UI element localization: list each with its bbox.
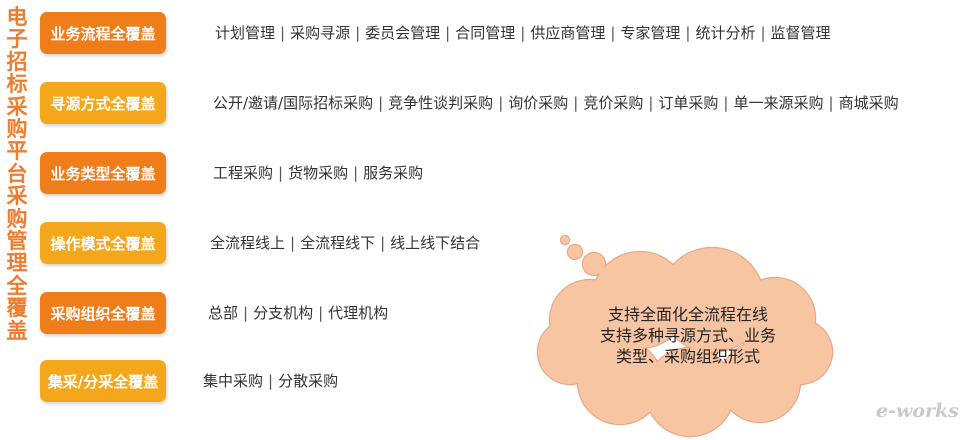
category-row: 采购组织全覆盖总部|分支机构|代理机构 (0, 292, 967, 336)
category-badge: 集采/分采全覆盖 (40, 360, 166, 402)
category-item: 竞价采购 (583, 94, 644, 112)
category-badge: 操作模式全覆盖 (40, 222, 166, 264)
category-item: 统计分析 (695, 24, 756, 42)
separator: | (380, 233, 386, 252)
cloud-fill-blob (568, 245, 582, 259)
category-item: 订单采购 (658, 94, 719, 112)
category-item: 公开/邀请/国际招标采购 (213, 94, 374, 112)
separator: | (610, 23, 616, 42)
separator: | (723, 93, 729, 112)
title-char: 管 (6, 229, 28, 254)
category-item: 工程采购 (213, 164, 274, 182)
separator: | (318, 303, 324, 322)
separator: | (828, 93, 834, 112)
title-char: 采 (6, 94, 28, 119)
category-row: 业务流程全覆盖计划管理|采购寻源|委员会管理|合同管理|供应商管理|专家管理|统… (0, 12, 967, 56)
category-item: 专家管理 (620, 24, 681, 42)
title-char: 盖 (6, 318, 28, 343)
title-char: 台 (6, 161, 28, 186)
category-row: 寻源方式全覆盖公开/邀请/国际招标采购|竞争性谈判采购|询价采购|竞价采购|订单… (0, 82, 967, 126)
separator: | (445, 23, 451, 42)
title-char: 标 (6, 72, 28, 97)
category-row: 集采/分采全覆盖 集中采购|分散采购 (0, 360, 967, 404)
category-item: 采购寻源 (290, 24, 351, 42)
category-item: 总部 (208, 304, 239, 322)
category-items: 工程采购|货物采购|服务采购 (213, 162, 423, 183)
cloud-text: 支持全面化全流程在线 支持多种寻源方式、业务 类型、采购组织形式 (568, 304, 808, 367)
category-items: 总部|分支机构|代理机构 (208, 302, 388, 323)
category-items: 集中采购|分散采购 (203, 370, 338, 391)
category-row: 业务类型全覆盖工程采购|货物采购|服务采购 (0, 152, 967, 196)
title-char: 电 (6, 5, 28, 29)
separator: | (760, 23, 766, 42)
category-item: 代理机构 (328, 304, 389, 322)
category-item: 集中采购 (203, 372, 264, 390)
cloud-fill-blob (646, 348, 734, 436)
category-items: 全流程线上|全流程线下|线上线下结合 (210, 232, 480, 253)
category-item: 委员会管理 (365, 24, 441, 42)
category-item: 计划管理 (215, 24, 276, 42)
title-char: 覆 (6, 296, 28, 321)
category-item: 货物采购 (288, 164, 349, 182)
category-item: 分支机构 (253, 304, 314, 322)
category-items: 计划管理|采购寻源|委员会管理|合同管理|供应商管理|专家管理|统计分析|监督管… (215, 22, 831, 43)
category-item: 分散采购 (278, 372, 339, 390)
category-badge: 寻源方式全覆盖 (40, 82, 166, 124)
separator: | (353, 163, 359, 182)
separator: | (290, 233, 296, 252)
category-item: 线上线下结合 (390, 234, 481, 252)
category-badge: 采购组织全覆盖 (40, 292, 166, 334)
cloud-fill-blob (592, 252, 688, 348)
cloud-shape (536, 234, 834, 438)
category-item: 全流程线上 (210, 234, 286, 252)
separator: | (378, 93, 384, 112)
category-item: 全流程线下 (300, 234, 376, 252)
category-item: 询价采购 (508, 94, 569, 112)
separator: | (278, 163, 284, 182)
category-item: 单一来源采购 (733, 94, 824, 112)
category-item: 合同管理 (455, 24, 516, 42)
title-char: 平 (6, 139, 28, 164)
cloud-fill-blob (561, 236, 569, 244)
category-item: 供应商管理 (530, 24, 606, 42)
title-char: 招 (6, 49, 28, 74)
cloud-line-1: 支持全面化全流程在线 (607, 305, 768, 324)
title-char: 子 (6, 27, 28, 52)
separator: | (243, 303, 249, 322)
separator: | (573, 93, 579, 112)
cloud-fill-blob (720, 342, 800, 422)
separator: | (648, 93, 654, 112)
vertical-title: 电子招标采购平台采购管理全覆盖 (5, 5, 29, 343)
title-char: 理 (6, 251, 28, 276)
separator: | (685, 23, 691, 42)
category-badge: 业务流程全覆盖 (40, 12, 166, 54)
separator: | (268, 371, 274, 390)
eworks-logo: e-works (876, 400, 959, 422)
category-row: 操作模式全覆盖全流程线上|全流程线下|线上线下结合 (0, 222, 967, 266)
title-char: 全 (6, 273, 28, 298)
cloud-fill-blob (583, 253, 605, 275)
separator: | (280, 23, 286, 42)
title-char: 购 (6, 206, 28, 231)
cloud-line-3: 类型、采购组织形式 (615, 347, 760, 366)
category-item: 服务采购 (363, 164, 424, 182)
category-badge: 业务类型全覆盖 (40, 152, 166, 194)
separator: | (355, 23, 361, 42)
category-items: 公开/邀请/国际招标采购|竞争性谈判采购|询价采购|竞价采购|订单采购|单一来源… (213, 92, 899, 113)
separator: | (498, 93, 504, 112)
title-char: 购 (6, 117, 28, 142)
category-item: 商城采购 (838, 94, 899, 112)
cloud-line-2: 支持多种寻源方式、业务 (599, 326, 776, 345)
cloud-fill-blob (538, 320, 602, 384)
title-char: 采 (6, 184, 28, 209)
category-item: 监督管理 (770, 24, 831, 42)
category-item: 竞争性谈判采购 (388, 94, 494, 112)
separator: | (520, 23, 526, 42)
